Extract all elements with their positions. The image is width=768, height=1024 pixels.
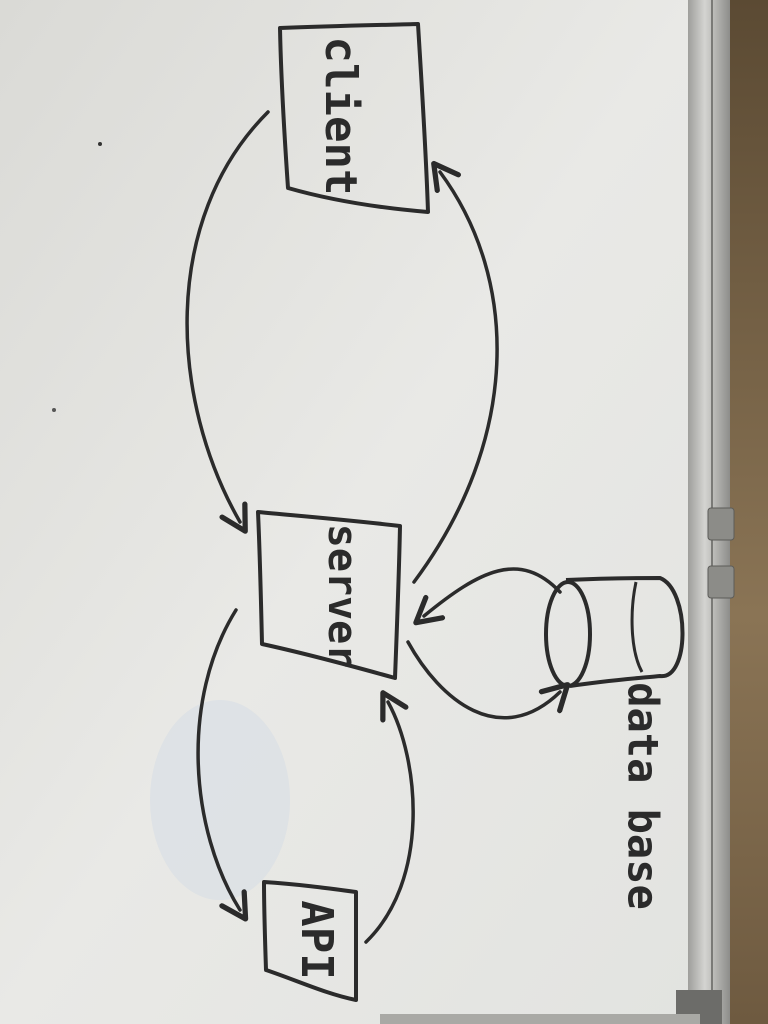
- client-box: [278, 22, 430, 214]
- server-box: [256, 510, 402, 680]
- whiteboard-surface: [0, 0, 700, 1024]
- api-box: [262, 880, 358, 1002]
- api-label: API: [291, 900, 342, 979]
- client-label: client: [315, 37, 366, 196]
- speck: [52, 408, 56, 412]
- speck: [98, 142, 102, 146]
- edge-database-to-server: [413, 567, 562, 626]
- node-database: data base: [544, 576, 685, 910]
- database-inner-line: [630, 581, 644, 673]
- node-client: client: [278, 22, 430, 214]
- edge-server-to-api: [196, 608, 249, 922]
- database-label: data base: [619, 682, 668, 910]
- edge-server-to-client: [412, 160, 499, 584]
- database-body: [565, 576, 685, 688]
- frame-clip: [707, 565, 735, 599]
- board-frame-bottom: [380, 1014, 700, 1024]
- edge-api-to-server: [364, 690, 415, 944]
- edge-client-to-server: [185, 110, 270, 534]
- node-api: API: [262, 880, 358, 1002]
- edge-server-to-database: [406, 640, 571, 720]
- smudge: [150, 700, 290, 900]
- frame-clip: [707, 507, 735, 541]
- node-server: server: [256, 510, 402, 680]
- server-label: server: [319, 524, 365, 669]
